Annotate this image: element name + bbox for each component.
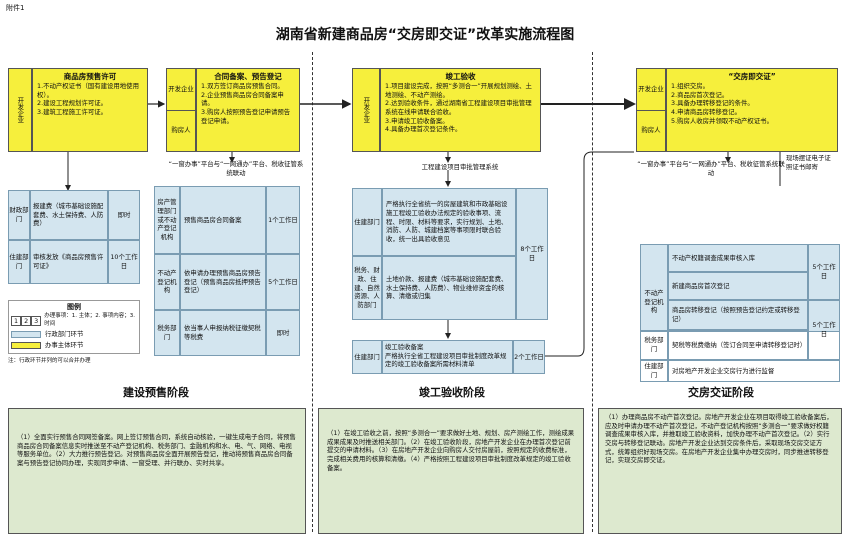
delivery-item: 5.购房人收房并领取不动产权证书。 — [671, 116, 773, 125]
delivery-box: “交房即交证” 1.组织交房。 2.商品房首次登记。 3.具备办理转移登记的条件… — [666, 68, 838, 152]
dept-time: 即时 — [108, 190, 140, 240]
delivery-item: 2.商品房首次登记。 — [671, 90, 729, 99]
stage2-name: 竣工验收阶段 — [419, 386, 485, 399]
dept-name: 财政部门 — [8, 190, 30, 240]
stage2-notes: （1）在竣工验收之前，按照“多测合一”要求做好土地、规划、房产测绘工作，测绘成果… — [318, 408, 584, 534]
dept-name: 房产管理部门或不动产登记机构 — [154, 186, 180, 254]
dept-task: 竣工验收备案 严格执行全省工程建设项目审批制度改革规定的竣工验收备案所需材料清单 — [382, 340, 513, 374]
presale-permit-item: 2.建设工程规划许可证。 — [37, 99, 108, 108]
legend-num-text: 办理事项：1. 主体；2. 事项内容；3. 时间 — [44, 313, 135, 327]
legend-yellow-swatch — [11, 341, 41, 349]
stage3-platform-note: “一窗办事”平台与“一网通办”平台、税收征管系统联动 — [637, 160, 785, 177]
dept-time: 5个工作日 — [808, 244, 840, 300]
legend: 图例 1 2 3 办理事项：1. 主体；2. 事项内容；3. 时间 行政部门环节… — [8, 300, 140, 354]
filing-party-labels: 开发企业 购房人 — [166, 68, 196, 152]
delivery-item: 3.具备办理转移登记的条件。 — [671, 99, 754, 108]
dept-name: 不动产登记机构 — [154, 254, 180, 310]
contract-filing-item: 2.企业预售商品房合同备案申请。 — [201, 90, 284, 108]
stage1-name: 建设预售阶段 — [123, 386, 189, 399]
dept-task: 土地价款、报建费（城市基础设施配套费、水土保持费、人防费）、物业维修资金的核算、… — [382, 256, 516, 320]
party-dev: 开发企业 — [167, 69, 195, 111]
filing-task-text: 严格执行全省工程建设项目审批制度改革规定的竣工验收备案所需材料清单 — [385, 351, 507, 369]
completion-item: 3.申请竣工验收备案。 — [385, 116, 449, 125]
stage1-dev-label: 开发企业 — [8, 68, 32, 152]
contract-filing-item: 1.双方签订商品房预售合同。 — [201, 82, 284, 91]
legend-blue-text: 行政部门环节 — [45, 330, 84, 339]
party-buyer: 购房人 — [171, 126, 191, 135]
dept-name: 税务、财政、住建、自然资源、人防部门 — [352, 256, 382, 320]
stage2-dev-label: 开发企业 — [352, 68, 380, 152]
dept-time: 8个工作日 — [516, 188, 548, 320]
stage1-platform-note: “一窗办事”平台与“一网通办”平台、税收征管系统联动 — [168, 160, 304, 177]
legend-yellow-text: 办事主体环节 — [45, 340, 84, 349]
party-buyer: 购房人 — [641, 126, 661, 135]
dept-task: 审核发放《商品房预售许可证》 — [30, 240, 108, 284]
dept-task: 依当事人申报纳税征缴契税等税费 — [180, 310, 266, 356]
completion-item: 4.具备办理首次登记条件。 — [385, 125, 462, 134]
contract-filing-item: 3.购房人按照预告登记申请预告登记申请。 — [201, 108, 291, 125]
dept-name: 税务部门 — [640, 330, 668, 360]
dept-time: 5个工作日 — [808, 300, 840, 360]
dept-task: 预售商品房合同备案 — [180, 186, 266, 254]
completion-item: 1.项目建设完成，按照“多测合一”开展规划测绘、土地测绘、不动产测绘。 — [385, 82, 532, 99]
dept-task: 商品房转移登记（按照预告登记约定或转移登记） — [668, 300, 808, 330]
dept-time: 即时 — [266, 310, 300, 356]
stage-divider-2 — [592, 52, 593, 532]
dept-time: 5个工作日 — [266, 254, 300, 310]
stage2-system-note: 工程建设项目审批管理系统 — [421, 163, 499, 171]
dept-task: 不动产权籍调查成果审核入库 — [668, 244, 808, 272]
stage3-name: 交房交证阶段 — [688, 386, 754, 399]
legend-num: 3 — [31, 315, 42, 327]
legend-title: 图例 — [67, 303, 81, 311]
dept-name: 住建部门 — [640, 360, 668, 382]
dept-name: 住建部门 — [8, 240, 30, 284]
dept-name: 税务部门 — [154, 310, 180, 356]
dept-time: 10个工作日 — [108, 240, 140, 284]
legend-num: 2 — [21, 315, 32, 327]
stage3-notes: （1）办理商品房不动产首次登记。房地产开发企业在项目取得竣工验收备案后，应及时申… — [598, 408, 842, 534]
stage3-party-labels: 开发企业 购房人 — [636, 68, 666, 152]
delivery-title: “交房即交证” — [728, 72, 776, 81]
dept-task: 对房地产开发企业交房行为进行监督 — [668, 360, 840, 382]
legend-num: 1 — [11, 315, 22, 327]
completion-title: 竣工验收 — [445, 72, 476, 81]
delivery-item: 1.组织交房。 — [671, 82, 710, 91]
presale-permit-item: 1.不动产权证书（国有建设用地使用权）。 — [37, 82, 139, 99]
dept-task: 报建费（城市基础设施配套费、水土保持费、人防费） — [30, 190, 108, 240]
stage3-side-note: 现场摆证电子证照证书邮寄 — [786, 154, 831, 171]
presale-permit-item: 3.建筑工程施工许可证。 — [37, 108, 108, 117]
dept-task: 依申请办理预售商品房预告登记（预售商品房抵押预告登记） — [180, 254, 266, 310]
stage-divider-1 — [312, 52, 313, 532]
dept-task: 新建商品房首次登记 — [668, 272, 808, 300]
delivery-item: 4.申请商品房转移登记。 — [671, 108, 742, 117]
dept-time: 2个工作日 — [513, 340, 545, 374]
legend-note: 注：行政环节并列的可以合并办理 — [8, 358, 91, 364]
legend-blue-swatch — [11, 331, 41, 339]
dept-task: 严格执行全省统一的房屋建筑和市政基础设施工程竣工验收办法规定的验收事项、流程、时… — [382, 188, 516, 256]
dept-time: 1个工作日 — [266, 186, 300, 254]
dept-task: 契税等税费缴纳（签订合同至申请转移登记时） — [668, 330, 808, 360]
completion-item: 2.达到验收条件，通过湖南省工程建设项目审批管理系统在线申请联合验收。 — [385, 99, 532, 117]
dept-name: 住建部门 — [352, 188, 382, 256]
completion-box: 竣工验收 1.项目建设完成，按照“多测合一”开展规划测绘、土地测绘、不动产测绘。… — [380, 68, 541, 152]
filing-task-title: 竣工验收备案 — [385, 343, 424, 351]
dept-name: 住建部门 — [352, 340, 382, 374]
annex-label: 附件1 — [6, 4, 25, 12]
page-title: 湖南省新建商品房“交房即交证”改革实施流程图 — [275, 27, 575, 43]
stage1-notes: （1）全面实行预售合同网签备案。网上签订预售合同，系统自动核验，一键生成电子合同… — [8, 408, 306, 534]
contract-filing-box: 合同备案、预告登记 1.双方签订商品房预售合同。 2.企业预售商品房合同备案申请… — [196, 68, 300, 152]
party-dev: 开发企业 — [637, 69, 665, 111]
presale-permit-title: 商品房预售许可 — [63, 72, 117, 81]
presale-permit-box: 商品房预售许可 1.不动产权证书（国有建设用地使用权）。 2.建设工程规划许可证… — [32, 68, 148, 152]
contract-filing-title: 合同备案、预告登记 — [214, 72, 282, 81]
